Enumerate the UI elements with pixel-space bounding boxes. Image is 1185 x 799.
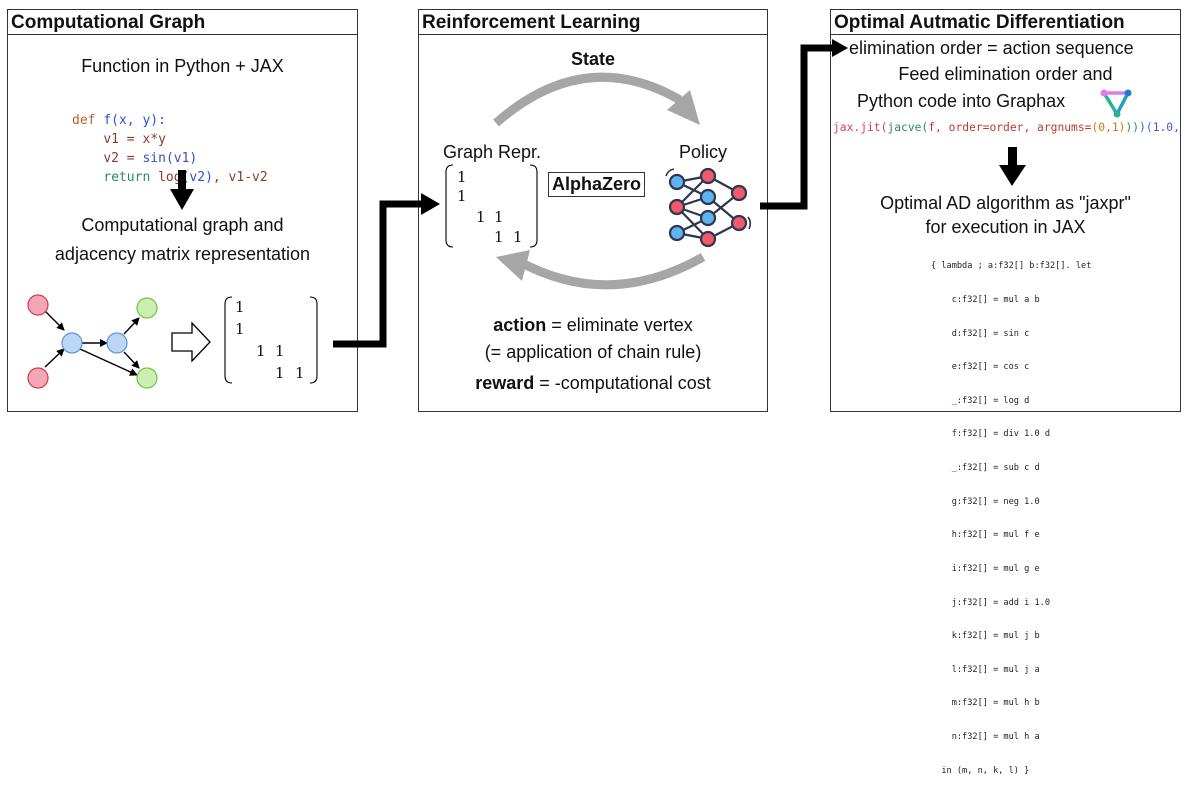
action-description: = eliminate vertex <box>546 315 693 335</box>
jaxpr-line: d:f32[] = sin c <box>931 328 1030 339</box>
connector-arrow-graph-to-rl <box>333 193 440 348</box>
jaxpr-line: h:f32[] = mul f e <box>931 530 1040 541</box>
neural-network-icon <box>665 167 752 248</box>
matrix-right-bracket <box>309 296 318 384</box>
graph-edge <box>44 310 65 331</box>
jaxpr-line: n:f32[] = mul h a <box>931 731 1040 742</box>
matrix-cell: 1 <box>476 208 486 226</box>
graph-caption-line-2: adjacency matrix representation <box>54 244 311 264</box>
action-keyword: action <box>493 315 547 335</box>
graphax-logo-icon <box>1100 89 1132 118</box>
output-node <box>136 367 158 389</box>
jaxpr-line: _:f32[] = sub c d <box>931 463 1040 474</box>
jaxpr-line: m:f32[] = mul h b <box>931 698 1040 709</box>
matrix-cell: 1 <box>235 320 245 338</box>
code-line-4: return log(v2), v1-v2 <box>103 170 268 185</box>
matrix-right-bracket <box>529 164 538 248</box>
panel-title: Computational Graph <box>8 10 357 35</box>
elimination-order-text: elimination order = action sequence <box>849 38 1134 58</box>
down-arrow-icon <box>170 170 194 210</box>
matrix-cell: 1 <box>494 228 504 246</box>
diagram-graphics <box>27 39 1132 389</box>
python-code: def f(x, y): v1 = x*y v2 = sin(v1) retur… <box>72 92 268 187</box>
adjacency-matrix: 1 1 1 1 1 1 <box>223 296 323 392</box>
reward-keyword: reward <box>475 373 535 393</box>
matrix-cell: 1 <box>494 208 504 226</box>
intermediate-node <box>106 332 128 354</box>
jit-code: jax.jit(jacve(f, order=order, argnums=(0… <box>833 121 1180 134</box>
matrix-cell: 1 <box>275 342 285 360</box>
jaxpr-line: f:f32[] = div 1.0 d <box>931 429 1050 440</box>
feed-text-line-1: Feed elimination order and <box>898 64 1113 84</box>
matrix-cell: 1 <box>295 364 305 382</box>
jaxpr-line: in (m, n, k, l) } <box>931 765 1030 776</box>
graph-repr-matrix: 1 1 1 1 1 1 <box>446 168 546 248</box>
graph-repr-label: Graph Repr. <box>443 142 542 162</box>
code-line-2: v1 = x*y <box>103 132 166 147</box>
jaxpr-line: { lambda ; a:f32[] b:f32[]. let <box>931 261 1092 272</box>
hollow-arrow-icon <box>171 321 211 363</box>
action-cycle-arrow-bottom <box>496 250 706 290</box>
action-text: action = eliminate vertex <box>419 315 767 336</box>
state-cycle-arrow-top <box>493 72 700 127</box>
alphazero-badge: AlphaZero <box>548 172 646 197</box>
policy-label: Policy <box>679 142 728 162</box>
matrix-cell: 1 <box>235 298 245 316</box>
matrix-cell: 1 <box>256 342 266 360</box>
jaxpr-line: g:f32[] = neg 1.0 <box>931 496 1040 507</box>
jaxpr-line: e:f32[] = cos c <box>931 362 1030 373</box>
result-line-2: for execution in JAX <box>925 217 1086 237</box>
jaxpr-line: l:f32[] = mul j a <box>931 664 1040 675</box>
graph-edge <box>79 348 138 376</box>
input-node <box>27 367 49 389</box>
function-subtitle: Function in Python + JAX <box>81 56 284 76</box>
graph-edge <box>44 348 65 368</box>
matrix-left-bracket <box>445 164 454 248</box>
jaxpr-line: c:f32[] = mul a b <box>931 295 1040 306</box>
jaxpr-line: k:f32[] = mul j b <box>931 631 1040 642</box>
code-line-3: v2 = sin(v1) <box>103 151 198 166</box>
panel-title: Optimal Autmatic Differentiation <box>831 10 1180 35</box>
panel-title: Reinforcement Learning <box>419 10 767 35</box>
down-arrow-icon <box>999 147 1026 186</box>
state-label: State <box>570 49 615 69</box>
jaxpr-line: j:f32[] = add i 1.0 <box>931 597 1050 608</box>
alphazero-label: AlphaZero <box>552 174 642 194</box>
input-node <box>27 294 49 316</box>
result-line-1: Optimal AD algorithm as "jaxpr" <box>880 193 1131 213</box>
jaxpr-line: _:f32[] = log d <box>931 395 1030 406</box>
graph-edge <box>123 351 140 369</box>
reward-description: = -computational cost <box>534 373 711 393</box>
matrix-cell: 1 <box>457 168 467 186</box>
code-line-1: def f(x, y): <box>72 113 166 128</box>
matrix-left-bracket <box>224 296 233 384</box>
action-note: (= application of chain rule) <box>484 342 702 362</box>
intermediate-node <box>61 332 83 354</box>
reward-text: reward = -computational cost <box>419 373 767 394</box>
connector-arrow-rl-to-ad <box>760 39 848 210</box>
matrix-cell: 1 <box>513 228 523 246</box>
graph-caption-line-1: Computational graph and <box>81 215 284 235</box>
graph-edge <box>123 317 140 335</box>
feed-text-line-2: Python code into Graphax <box>857 91 1066 111</box>
output-node <box>136 297 158 319</box>
jaxpr-line: i:f32[] = mul g e <box>931 563 1040 574</box>
computational-graph <box>27 294 158 389</box>
matrix-cell: 1 <box>275 364 285 382</box>
matrix-cell: 1 <box>457 187 467 205</box>
